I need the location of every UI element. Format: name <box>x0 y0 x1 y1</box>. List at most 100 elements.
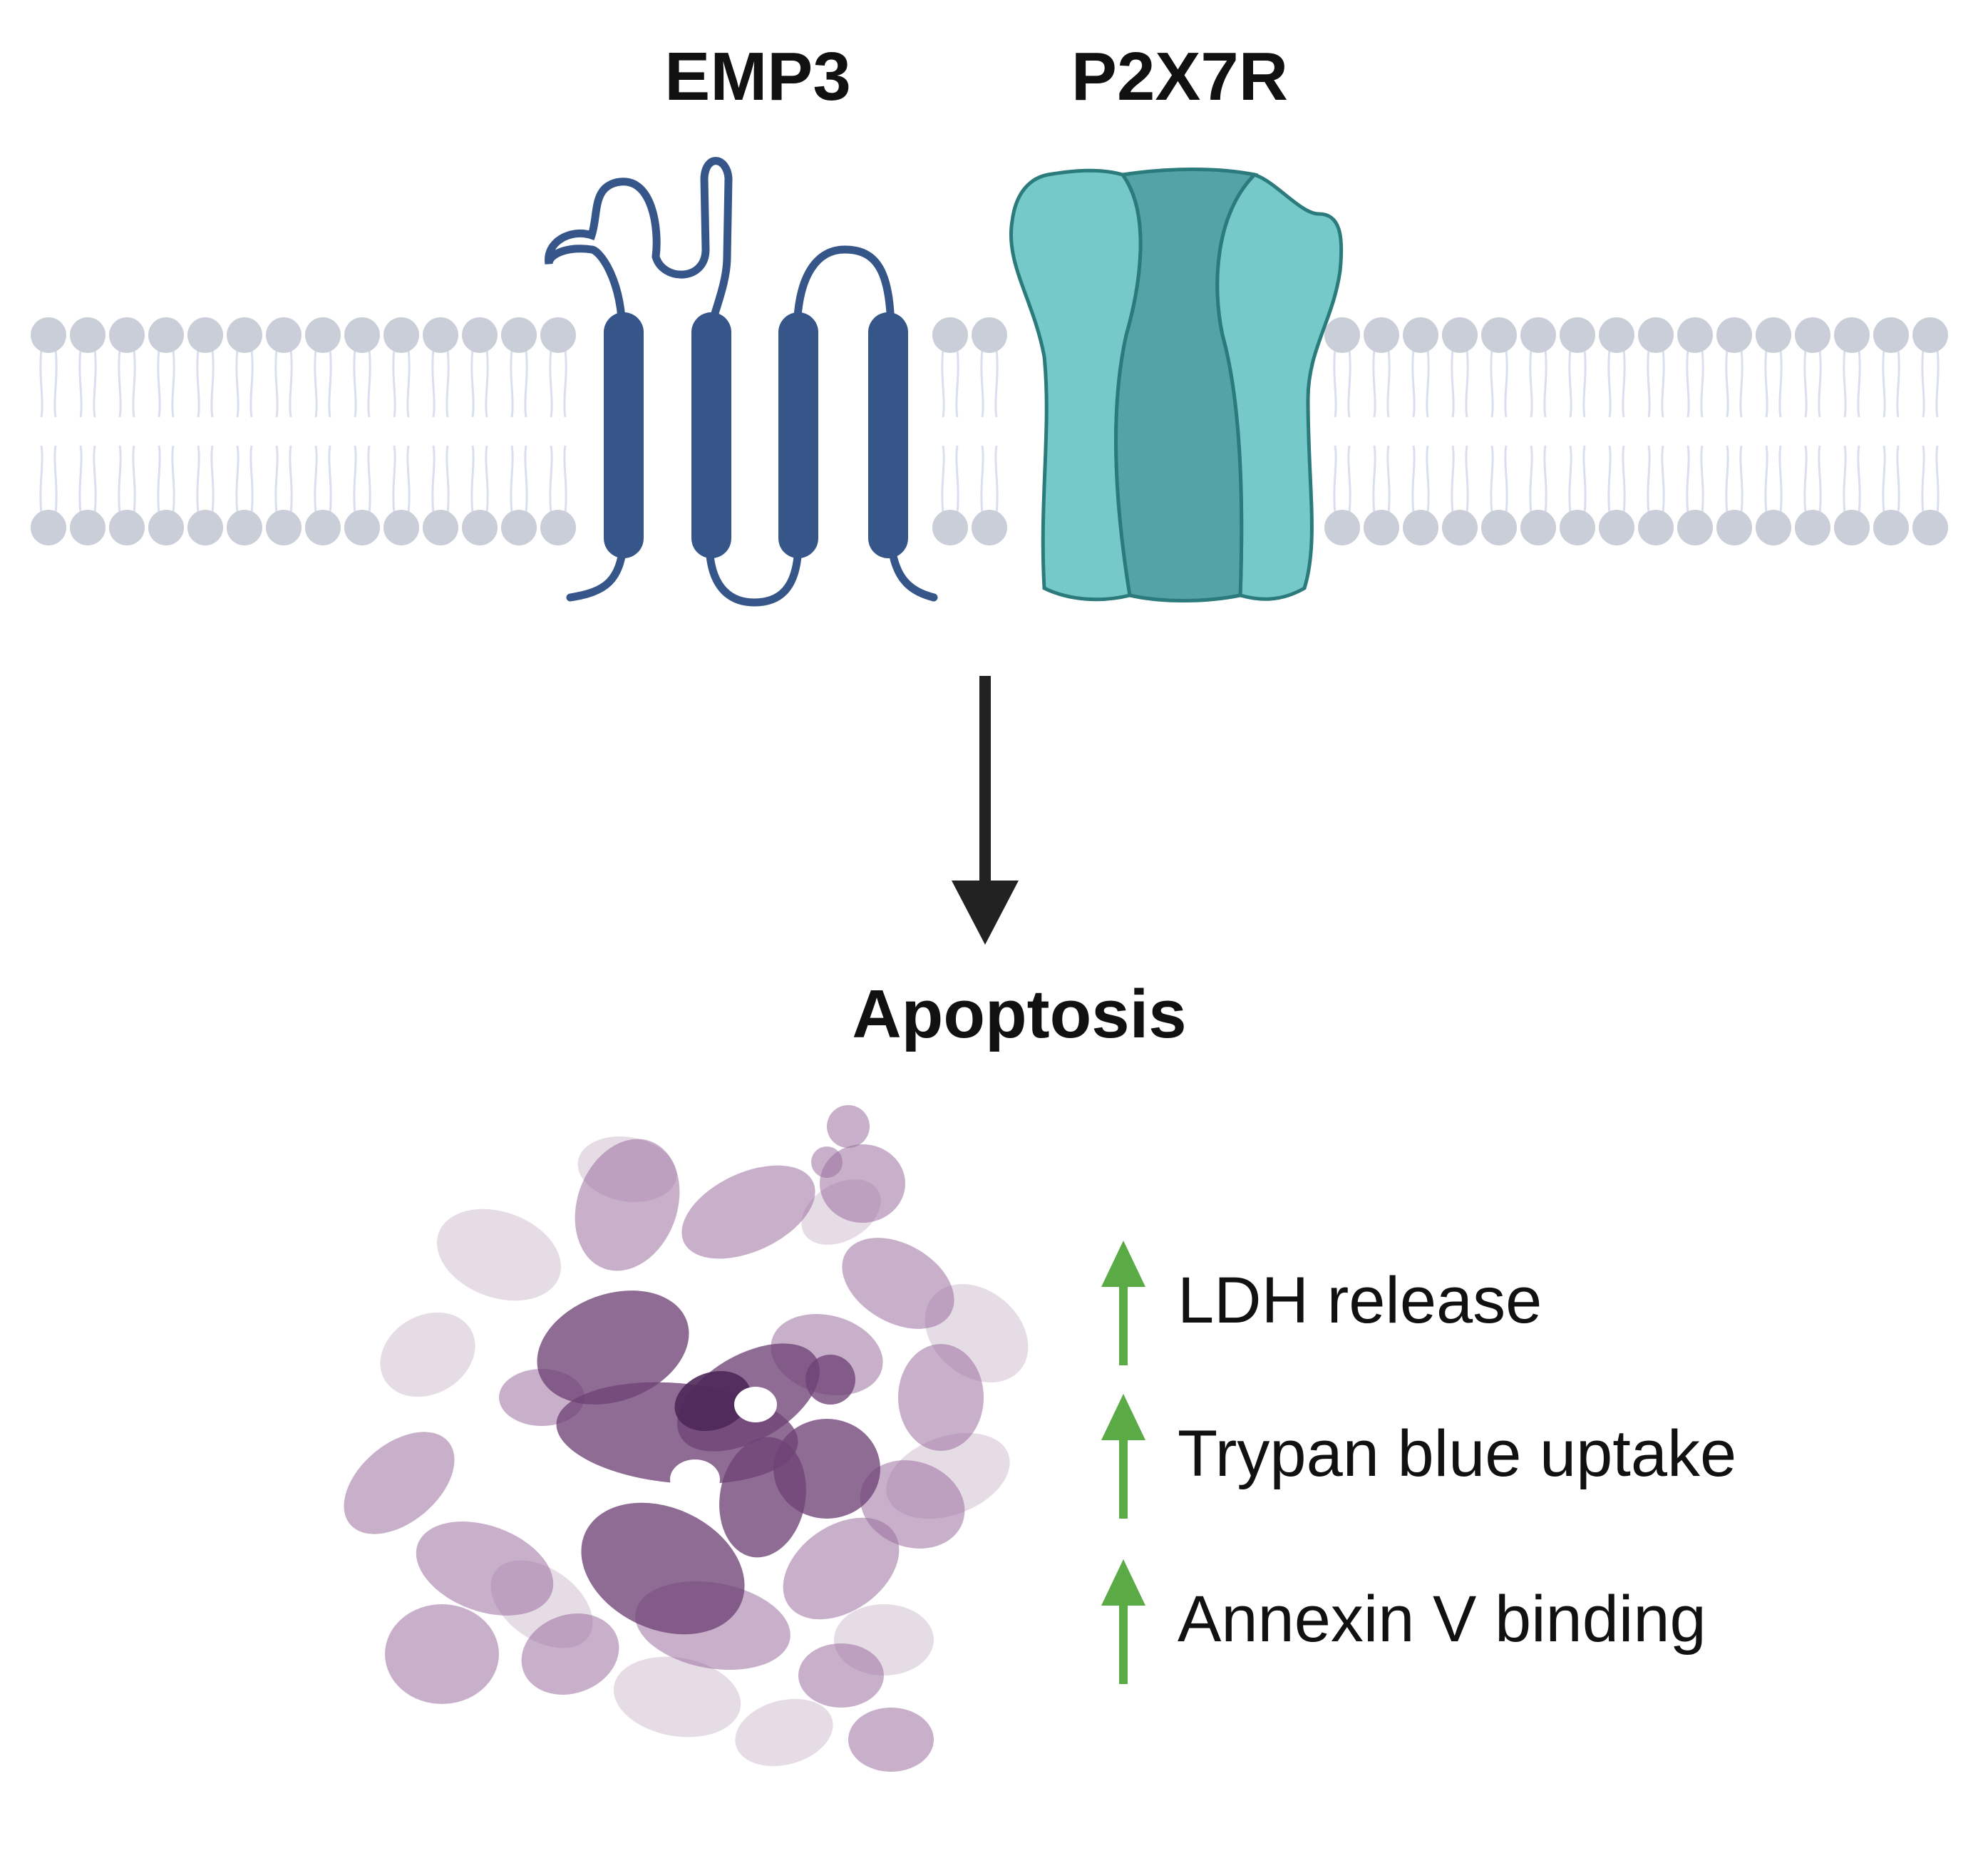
cell-fragment <box>385 1604 499 1704</box>
lipid-tail <box>353 349 357 418</box>
marker-item: Trypan blue uptake <box>1101 1394 1736 1519</box>
lipid-tail <box>1543 349 1547 418</box>
lipid-tail <box>353 445 357 514</box>
lipid-head <box>109 510 145 545</box>
lipid-tail <box>1582 445 1587 514</box>
lipid-tail <box>1426 349 1430 418</box>
lipid-tail <box>289 445 293 514</box>
lipid-head <box>1716 510 1752 545</box>
lipid-head <box>1442 317 1478 353</box>
lipid-head <box>1873 317 1909 353</box>
lipid-tail <box>510 349 514 418</box>
up-arrow-icon <box>1101 1241 1145 1287</box>
lipid-tail <box>196 349 200 418</box>
lipid-tail <box>328 349 332 418</box>
lipid-tail <box>1921 349 1925 418</box>
lipid-tail <box>274 445 279 514</box>
lipid-tail <box>1778 349 1783 418</box>
lipid-head <box>1795 510 1830 545</box>
lipid-head <box>1520 317 1556 353</box>
lipid-tail <box>955 445 959 514</box>
lipid-tail <box>39 349 43 418</box>
lipid-tail <box>1426 445 1430 514</box>
marker-label: Trypan blue uptake <box>1178 1417 1736 1490</box>
cell-fragment <box>719 1437 806 1558</box>
lipid-head <box>1403 510 1438 545</box>
lipid-head <box>266 317 302 353</box>
lipid-tail <box>1857 349 1861 418</box>
lipid-tail <box>1607 349 1612 418</box>
lipid-tail <box>941 349 945 418</box>
lipid-tail <box>1622 349 1626 418</box>
lipid-tail <box>1935 349 1940 418</box>
lipid-tail <box>1818 445 1822 514</box>
lipid-tail <box>210 445 215 514</box>
lipid-head <box>540 317 576 353</box>
lipid-tail <box>1607 445 1612 514</box>
lipid-tail <box>994 445 999 514</box>
lipid-tail <box>1882 445 1886 514</box>
lipid-head <box>1716 317 1752 353</box>
lipid-tail <box>1857 445 1861 514</box>
cell-fragment <box>798 1643 884 1708</box>
lipid-tail <box>485 445 489 514</box>
lipid-tail <box>563 445 567 514</box>
lipid-head <box>423 510 458 545</box>
lipid-tail <box>470 349 475 418</box>
lipid-tail <box>1386 349 1391 418</box>
lipid-head <box>70 317 105 353</box>
cell-fragment <box>575 1139 680 1271</box>
lipid-head <box>1756 317 1791 353</box>
lipid-tail <box>1661 349 1665 418</box>
lipid-tail <box>157 445 161 514</box>
lipid-head <box>227 510 262 545</box>
lipid-tail <box>132 349 136 418</box>
arrow-head <box>952 881 1019 945</box>
lipid-head <box>31 510 66 545</box>
lipid-tail <box>1529 349 1533 418</box>
lipid-tail <box>1700 349 1704 418</box>
lipid-tail <box>1803 445 1808 514</box>
lipid-head <box>1324 510 1360 545</box>
lipid-head <box>462 317 498 353</box>
lipid-tail <box>1647 349 1651 418</box>
lipid-head <box>1638 510 1674 545</box>
lipid-head <box>305 510 341 545</box>
lipid-tail <box>1818 349 1822 418</box>
lipid-head <box>1912 510 1948 545</box>
lipid-head <box>70 510 105 545</box>
lipid-tail <box>406 349 411 418</box>
lipid-tail <box>196 445 200 514</box>
cell-fragment <box>380 1312 475 1397</box>
lipid-head <box>972 317 1007 353</box>
up-arrow-icon <box>1101 1559 1145 1606</box>
lipid-head <box>1677 317 1713 353</box>
lipid-head <box>423 317 458 353</box>
lipid-tail <box>1568 349 1572 418</box>
lipid-head <box>1677 510 1713 545</box>
lipid-tail <box>314 445 318 514</box>
cell-fragment <box>344 1432 455 1534</box>
lipid-tail <box>78 445 83 514</box>
lipid-tail <box>118 445 122 514</box>
p2x7r-channel <box>1009 168 1344 602</box>
lipid-head <box>266 510 302 545</box>
emp3-outer-loop <box>793 245 895 339</box>
lipid-head <box>1520 510 1556 545</box>
cell-fragment <box>842 1238 954 1329</box>
lipid-tail <box>955 349 959 418</box>
lipid-tail <box>1451 349 1455 418</box>
lipid-tails <box>39 349 1940 514</box>
p2x7r-center-subunit <box>1114 168 1259 602</box>
marker-item: Annexin V binding <box>1101 1559 1706 1684</box>
lipid-tail <box>289 349 293 418</box>
lipid-tail <box>1465 349 1469 418</box>
lipid-tail <box>1333 445 1337 514</box>
cell-fragment <box>613 1656 741 1738</box>
lipid-tail <box>1451 445 1455 514</box>
cell-fragment <box>898 1344 984 1451</box>
lipid-tail <box>549 445 553 514</box>
